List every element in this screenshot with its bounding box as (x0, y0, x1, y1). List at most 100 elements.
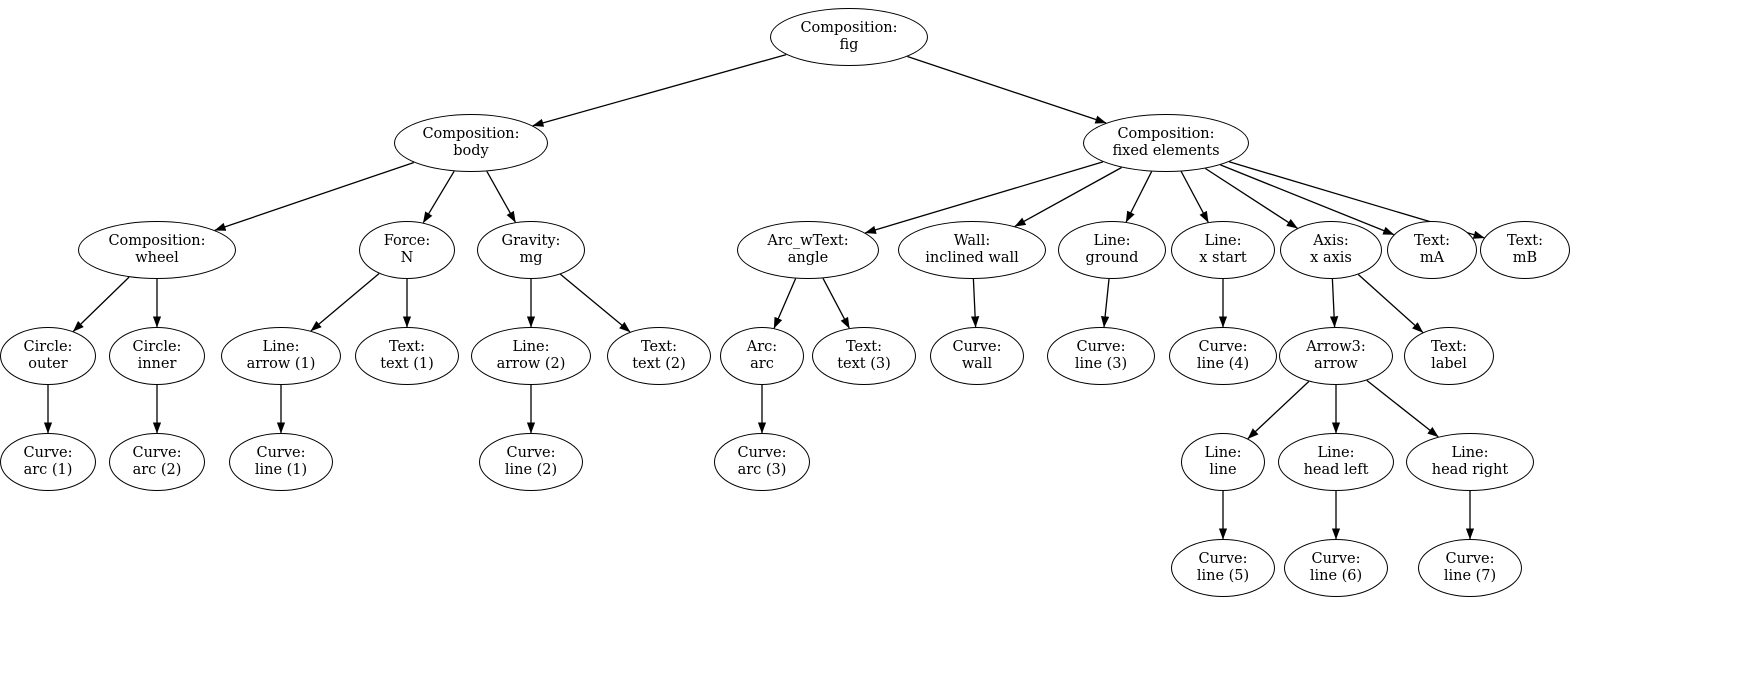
graph-node-curveline3[interactable]: Curve:line (3) (1047, 327, 1155, 385)
node-name-label: fig (839, 37, 859, 53)
node-name-label: mg (519, 250, 543, 266)
node-name-label: wheel (135, 250, 179, 266)
graph-node-arc_wtext[interactable]: Arc_wText:angle (737, 221, 879, 279)
node-type-label: Text: (388, 338, 426, 355)
graph-node-fixed[interactable]: Composition:fixed elements (1083, 114, 1249, 172)
graph-node-lineheadleft[interactable]: Line:head left (1278, 433, 1394, 491)
graph-node-lineheadright[interactable]: Line:head right (1406, 433, 1534, 491)
node-name-label: angle (787, 250, 829, 266)
graph-node-arcarc[interactable]: Arc:arc (720, 327, 804, 385)
graph-edge-fixed-to-wall (1014, 166, 1122, 227)
graph-node-curveline6[interactable]: Curve:line (6) (1284, 539, 1388, 597)
graph-node-texttext1[interactable]: Text:text (1) (355, 327, 459, 385)
node-type-label: Curve: (1076, 338, 1126, 355)
graph-node-lineground[interactable]: Line:ground (1058, 221, 1166, 279)
graph-edge-wall-to-curvewall (970, 278, 980, 328)
node-name-label: text (1) (380, 356, 434, 372)
node-type-label: Arc: (746, 338, 778, 355)
graph-node-curveline5[interactable]: Curve:line (5) (1171, 539, 1275, 597)
node-name-label: line (1209, 462, 1237, 478)
node-type-label: Arc_wText: (767, 232, 849, 249)
graph-edge-fixed-to-textmA (1220, 164, 1395, 236)
graph-node-body[interactable]: Composition:body (394, 114, 548, 172)
graph-node-curvearc1[interactable]: Curve:arc (1) (0, 433, 96, 491)
node-type-label: Curve: (737, 444, 787, 461)
node-name-label: arrow (2) (496, 356, 566, 372)
node-name-label: fixed elements (1112, 143, 1220, 159)
node-type-label: Wall: (953, 232, 991, 249)
edges (43, 53, 1485, 540)
node-type-label: Curve: (1311, 550, 1361, 567)
node-name-label: line (7) (1443, 568, 1497, 584)
graph-node-texttext2[interactable]: Text:text (2) (607, 327, 711, 385)
node-type-label: Line: (1204, 444, 1242, 461)
node-type-label: Curve: (506, 444, 556, 461)
node-type-label: Axis: (1313, 232, 1349, 249)
graph-node-linearrow2[interactable]: Line:arrow (2) (471, 327, 591, 385)
node-name-label: mB (1512, 250, 1538, 266)
graph-node-curveline7[interactable]: Curve:line (7) (1418, 539, 1522, 597)
graph-node-fig[interactable]: Composition:fig (770, 8, 928, 66)
node-name-label: body (453, 143, 489, 159)
graph-node-curveline4[interactable]: Curve:line (4) (1169, 327, 1277, 385)
node-name-label: x start (1199, 250, 1247, 266)
graph-edge-body-to-gravity (486, 171, 516, 223)
node-type-label: Composition: (800, 19, 898, 36)
node-name-label: inclined wall (925, 250, 1019, 266)
node-type-label: Curve: (1198, 338, 1248, 355)
node-type-label: Line: (1317, 444, 1355, 461)
graph-node-circleouter[interactable]: Circle:outer (0, 327, 96, 385)
graph-node-curvearc3[interactable]: Curve:arc (3) (714, 433, 810, 491)
node-name-label: wall (961, 356, 993, 372)
node-name-label: line (3) (1074, 356, 1128, 372)
graph-node-axis[interactable]: Axis:x axis (1280, 221, 1382, 279)
node-name-label: arrow (1) (246, 356, 316, 372)
node-name-label: inner (137, 356, 177, 372)
node-name-label: arc (2) (132, 462, 182, 478)
node-type-label: Line: (1204, 232, 1242, 249)
graph-node-arrow3[interactable]: Arrow3:arrow (1279, 327, 1393, 385)
graph-edge-lineground-to-curveline3 (1100, 278, 1110, 328)
node-name-label: line (1) (254, 462, 308, 478)
graph-node-texttext3[interactable]: Text:text (3) (812, 327, 916, 385)
graph-node-linearrow1[interactable]: Line:arrow (1) (221, 327, 341, 385)
graph-node-linexstart[interactable]: Line:x start (1171, 221, 1275, 279)
node-type-label: Composition: (1117, 125, 1215, 142)
graph-node-curvearc2[interactable]: Curve:arc (2) (109, 433, 205, 491)
graph-node-wall[interactable]: Wall:inclined wall (898, 221, 1046, 279)
node-type-label: Line: (512, 338, 550, 355)
graph-edge-fixed-to-lineground (1125, 171, 1153, 223)
node-type-label: Circle: (23, 338, 73, 355)
node-name-label: text (2) (632, 356, 686, 372)
graph-edge-arc_wtext-to-texttext3 (822, 277, 850, 329)
graph-node-textmB[interactable]: Text:mB (1480, 221, 1570, 279)
node-type-label: Force: (383, 232, 431, 249)
graph-edge-forceN-to-linearrow1 (310, 273, 380, 332)
graph-node-lineline[interactable]: Line:line (1181, 433, 1265, 491)
graph-edge-axis-to-textlabel (1357, 274, 1424, 333)
graph-edge-arrow3-to-lineline (1247, 381, 1310, 440)
graph-node-textmA[interactable]: Text:mA (1387, 221, 1477, 279)
node-name-label: line (2) (504, 462, 558, 478)
graph-node-textlabel[interactable]: Text:label (1404, 327, 1494, 385)
node-type-label: Curve: (1198, 550, 1248, 567)
graph-node-wheel[interactable]: Composition:wheel (78, 221, 236, 279)
node-type-label: Line: (1093, 232, 1131, 249)
graph-node-gravity[interactable]: Gravity:mg (477, 221, 585, 279)
node-name-label: arrow (1314, 356, 1358, 372)
graph-edge-gravity-to-texttext2 (559, 273, 631, 333)
graph-node-curveline1[interactable]: Curve:line (1) (229, 433, 333, 491)
graph-edge-fig-to-fixed (907, 55, 1107, 124)
graph-edge-fixed-to-axis (1205, 167, 1298, 229)
graph-edge-fixed-to-arc_wtext (864, 161, 1104, 234)
graph-edge-arc_wtext-to-arcarc (773, 278, 797, 329)
graph-edge-fig-to-body (532, 53, 787, 127)
graph-node-forceN[interactable]: Force:N (359, 221, 455, 279)
graph-node-curveline2[interactable]: Curve:line (2) (479, 433, 583, 491)
node-type-label: Curve: (23, 444, 73, 461)
graph-node-curvewall[interactable]: Curve:wall (930, 327, 1024, 385)
node-name-label: text (3) (837, 356, 891, 372)
node-name-label: x axis (1310, 250, 1352, 266)
graph-node-circleinner[interactable]: Circle:inner (109, 327, 205, 385)
